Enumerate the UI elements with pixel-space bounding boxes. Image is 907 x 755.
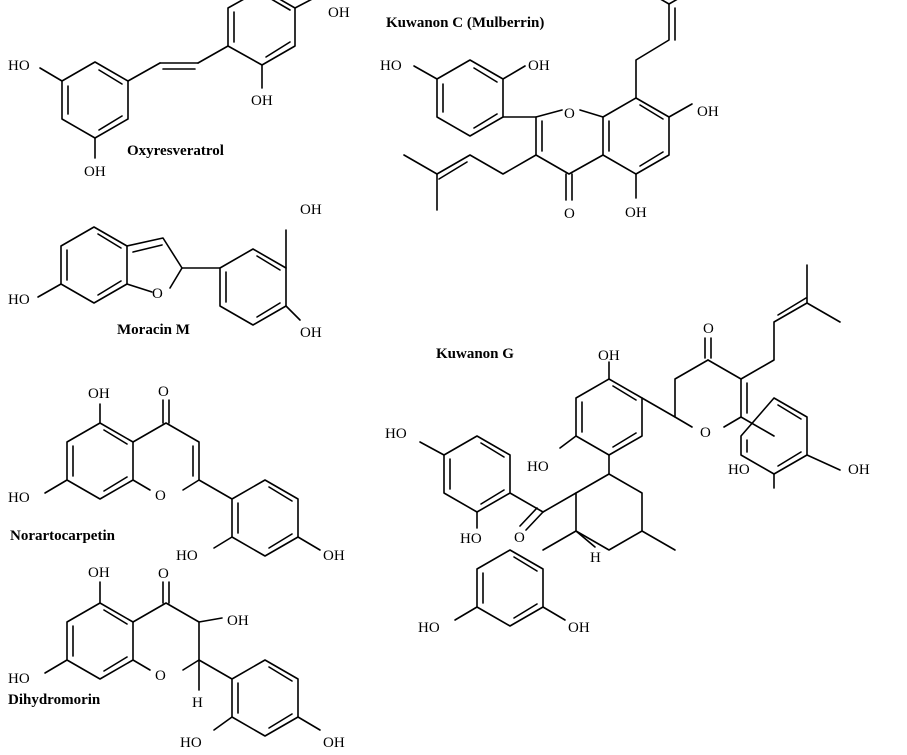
kuwanon-g-oh-bottom: OH [568, 620, 590, 636]
kuwanon-g-ho-a: HO [385, 426, 407, 442]
kuwanon-c-oh-right: OH [697, 104, 719, 120]
dihydromorin-label: Dihydromorin [8, 692, 101, 708]
norartocarpetin-ho-bottom: HO [176, 548, 198, 564]
kuwanon-g-ho-right: HO [728, 462, 750, 478]
norartocarpetin-label: Norartocarpetin [10, 528, 116, 544]
kuwanon-g-ho-c: HO [460, 531, 482, 547]
kuwanon-g-o-keto: O [703, 321, 714, 337]
moracin-m-structure: O HO OH OH Moracin M [8, 202, 322, 341]
moracin-m-oh-bottom: OH [300, 325, 322, 341]
kuwanon-g-oh-top: OH [598, 348, 620, 364]
kuwanon-c-o-ring: O [564, 106, 575, 122]
dihydromorin-oh-3: OH [227, 613, 249, 629]
kuwanon-g-label: Kuwanon G [436, 346, 514, 362]
dihydromorin-oh-right: OH [323, 735, 345, 751]
dihydromorin-structure: O O OH OH HO H HO OH Dihydromorin [8, 565, 345, 751]
norartocarpetin-ho-left: HO [8, 490, 30, 506]
norartocarpetin-o-ring: O [155, 488, 166, 504]
oxyresveratrol-oh-bottom: OH [84, 164, 106, 180]
norartocarpetin-oh-top: OH [88, 386, 110, 402]
oxyresveratrol-label: Oxyresveratrol [127, 143, 224, 159]
kuwanon-c-o-keto: O [564, 206, 575, 222]
moracin-m-ho-left: HO [8, 292, 30, 308]
kuwanon-g-oh-right: OH [848, 462, 870, 478]
dihydromorin-ho-bottom: HO [180, 735, 202, 751]
oxyresveratrol-structure: HO OH OH OH Oxyresveratrol [8, 0, 350, 180]
moracin-m-label: Moracin M [117, 322, 190, 338]
kuwanon-c-oh-top: OH [528, 58, 550, 74]
kuwanon-g-structure: Kuwanon G O O OH HO OH HO [385, 264, 870, 636]
moracin-m-o-ring: O [152, 286, 163, 302]
dihydromorin-o-keto: O [158, 566, 169, 582]
norartocarpetin-structure: O O OH HO HO OH Norartocarpetin [8, 384, 345, 564]
moracin-m-oh-top: OH [300, 202, 322, 218]
kuwanon-g-o-carbonyl: O [514, 530, 525, 546]
kuwanon-c-oh-bottom: OH [625, 205, 647, 221]
norartocarpetin-o-keto: O [158, 384, 169, 400]
kuwanon-g-ho-bottom: HO [418, 620, 440, 636]
oxyresveratrol-oh-top: OH [328, 5, 350, 21]
dihydromorin-o-ring: O [155, 668, 166, 684]
dihydromorin-oh-top: OH [88, 565, 110, 581]
oxyresveratrol-ho-left: HO [8, 58, 30, 74]
kuwanon-g-h: H [590, 550, 601, 566]
norartocarpetin-oh-right: OH [323, 548, 345, 564]
kuwanon-c-ho-left: HO [380, 58, 402, 74]
kuwanon-g-ho-mid: HO [527, 459, 549, 475]
dihydromorin-h: H [192, 695, 203, 711]
kuwanon-g-o-ring: O [700, 425, 711, 441]
kuwanon-c-label: Kuwanon C (Mulberrin) [386, 15, 544, 31]
dihydromorin-ho-left: HO [8, 671, 30, 687]
oxyresveratrol-oh-right: OH [251, 93, 273, 109]
kuwanon-c-structure: Kuwanon C (Mulberrin) HO OH O O OH OH [380, 0, 719, 222]
